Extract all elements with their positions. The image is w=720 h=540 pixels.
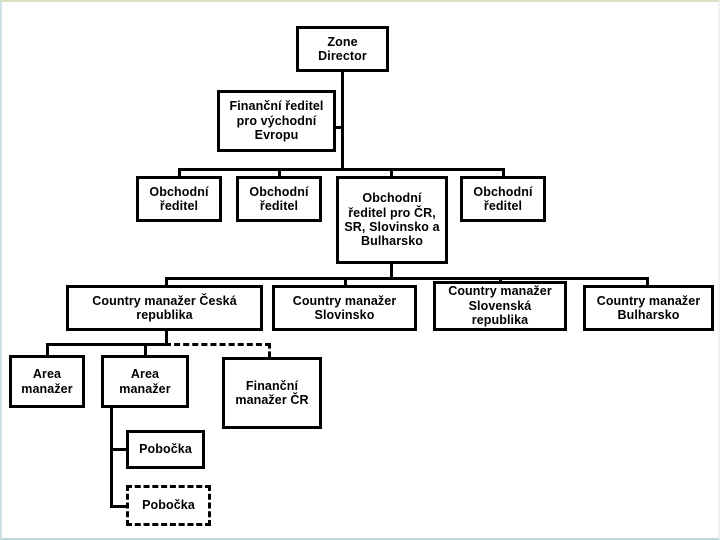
connector-level3-drop-4 (646, 277, 649, 286)
connector-level4-drop-2 (144, 343, 147, 355)
node-obchodni-reditel-2[interactable]: Obchodní ředitel (236, 176, 322, 222)
node-obchodni-reditel-1[interactable]: Obchodní ředitel (136, 176, 222, 222)
connector-level2-drop-3 (390, 168, 393, 177)
node-pobocka-2[interactable]: Pobočka (126, 485, 211, 526)
connector-dashed-financni-manazer-horizontal (165, 343, 271, 346)
connector-level5-stub-1 (110, 448, 128, 451)
connector-level2-drop-2 (278, 168, 281, 177)
connector-level3-drop-2 (344, 277, 347, 286)
node-country-manazer-bulharsko[interactable]: Country manažer Bulharsko (583, 285, 714, 331)
node-country-manazer-slovinsko[interactable]: Country manažer Slovinsko (272, 285, 417, 331)
node-area-manazer-1[interactable]: Area manažer (9, 355, 85, 408)
node-obchodni-reditel-3[interactable]: Obchodní ředitel (460, 176, 546, 222)
connector-level5-stub-2 (110, 505, 128, 508)
connector-level5-spine (110, 408, 113, 508)
connector-level2-bar (178, 168, 505, 171)
connector-level2-drop-4 (502, 168, 505, 177)
connector-zone-director-trunk (341, 71, 344, 168)
connector-level4-bar (46, 343, 168, 346)
node-pobocka-1[interactable]: Pobočka (126, 430, 205, 469)
connector-level4-trunk (165, 331, 168, 345)
node-financni-reditel-vychodni-evropa[interactable]: Finanční ředitel pro východní Evropu (217, 90, 336, 152)
node-area-manazer-2[interactable]: Area manažer (101, 355, 189, 408)
node-country-manazer-ceska-republika[interactable]: Country manažer Česká republika (66, 285, 263, 331)
connector-level3-trunk (390, 264, 393, 279)
node-zone-director[interactable]: Zone Director (296, 26, 389, 72)
connector-level2-drop-1 (178, 168, 181, 177)
connector-level3-drop-1 (165, 277, 168, 286)
node-obchodni-reditel-cr-sr-slovinsko-bulharsko[interactable]: Obchodní ředitel pro ČR, SR, Slovinsko a… (336, 176, 448, 264)
connector-level4-drop-1 (46, 343, 49, 355)
node-financni-manazer-cr[interactable]: Finanční manažer ČR (222, 357, 322, 429)
connector-staff-stub (333, 126, 342, 129)
node-country-manazer-slovenska-republika[interactable]: Country manažer Slovenská republika (433, 281, 567, 331)
connector-dashed-financni-manazer-vertical (268, 343, 271, 357)
connector-level3-bar (165, 277, 649, 280)
